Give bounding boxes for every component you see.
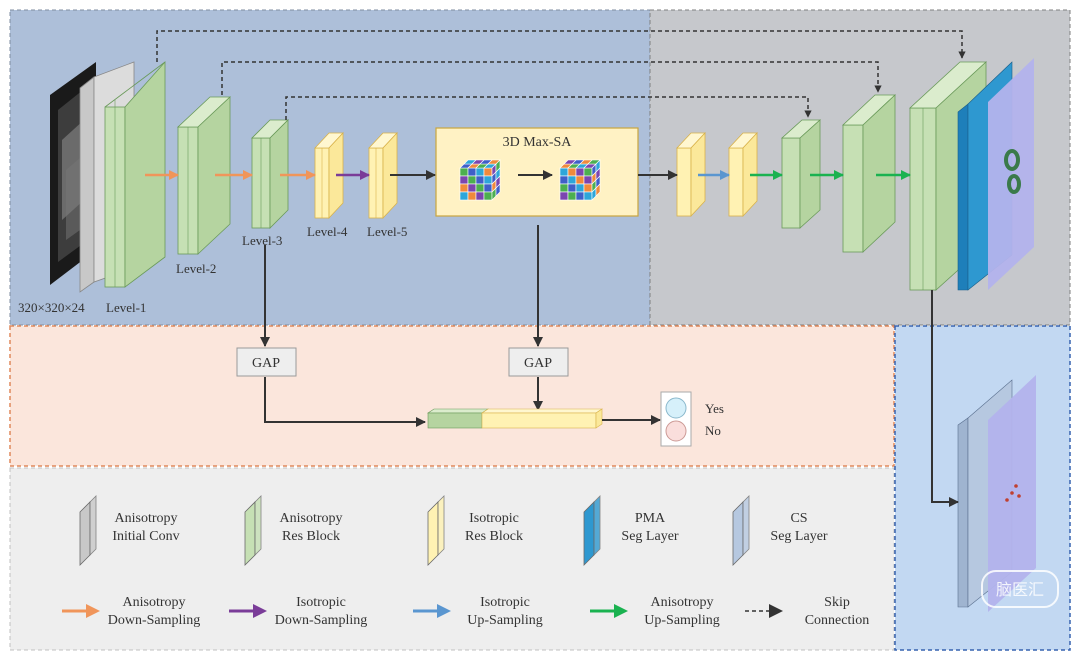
input-size-label: 320×320×24 — [18, 300, 85, 315]
legend-block-line1: Isotropic — [469, 511, 519, 526]
legend-block-line1: Anisotropy — [280, 511, 343, 526]
feature-vector — [427, 408, 603, 429]
legend-block-line1: Anisotropy — [115, 511, 178, 526]
legend-block-line1: PMA — [635, 511, 666, 526]
decoder-aniso-block-2 — [841, 94, 897, 253]
arrow-gap1-to-vector — [264, 377, 426, 427]
level-2-label: Level-2 — [176, 261, 216, 276]
level-2-block — [176, 96, 232, 255]
legend-arrow-line1: Isotropic — [296, 595, 346, 610]
legend-arrow-line2: Down-Sampling — [275, 613, 368, 628]
level-5-label: Level-5 — [367, 224, 407, 239]
classification-panel — [9, 325, 895, 467]
legend-block-4: PMA Seg Layer — [583, 495, 679, 566]
pma-output-image — [988, 58, 1034, 290]
legend-arrow-line2: Up-Sampling — [644, 613, 719, 628]
legend-block-5: CS Seg Layer — [732, 495, 828, 566]
classifier-output — [660, 391, 692, 447]
max-sa-module — [435, 127, 639, 217]
cs-output-image — [988, 375, 1036, 612]
level-4-label: Level-4 — [307, 224, 348, 239]
gap-box-1 — [236, 347, 297, 377]
cube-left — [459, 159, 501, 201]
level-3-block — [251, 119, 289, 229]
legend-block-line2: Seg Layer — [621, 529, 678, 544]
skip-connections — [156, 30, 966, 120]
max-sa-title: 3D Max-SA — [503, 135, 573, 150]
no-node — [665, 420, 687, 442]
legend-arrow-line1: Anisotropy — [651, 595, 714, 610]
gap-label-1: GAP — [252, 356, 280, 371]
yes-node — [665, 397, 687, 419]
legend-block-line2: Initial Conv — [112, 529, 179, 544]
gap-box-2 — [508, 347, 569, 377]
no-label: No — [705, 423, 721, 438]
legend-block-line2: Res Block — [282, 529, 340, 544]
cube-right — [559, 159, 601, 201]
gap-label-2: GAP — [524, 356, 552, 371]
legend-arrow-line1: Anisotropy — [123, 595, 186, 610]
legend-arrow-line2: Up-Sampling — [467, 613, 542, 628]
legend-arrow-line2: Down-Sampling — [108, 613, 201, 628]
legend-block-line2: Seg Layer — [770, 529, 827, 544]
level-1-label: Level-1 — [106, 300, 146, 315]
level-4-block — [314, 131, 344, 220]
yes-label: Yes — [705, 401, 724, 416]
legend-arrow-line1: Isotropic — [480, 595, 530, 610]
legend-arrow-line1: Skip — [824, 595, 850, 610]
watermark-text: 脑医汇 — [996, 580, 1044, 599]
legend-block-line2: Res Block — [465, 529, 523, 544]
legend-block-line1: CS — [790, 511, 807, 526]
legend-arrow-line2: Connection — [805, 613, 870, 628]
arrow-to-cs-seg — [931, 290, 959, 507]
level-3-label: Level-3 — [242, 233, 282, 248]
watermark-logo: 脑医汇 — [981, 570, 1059, 608]
